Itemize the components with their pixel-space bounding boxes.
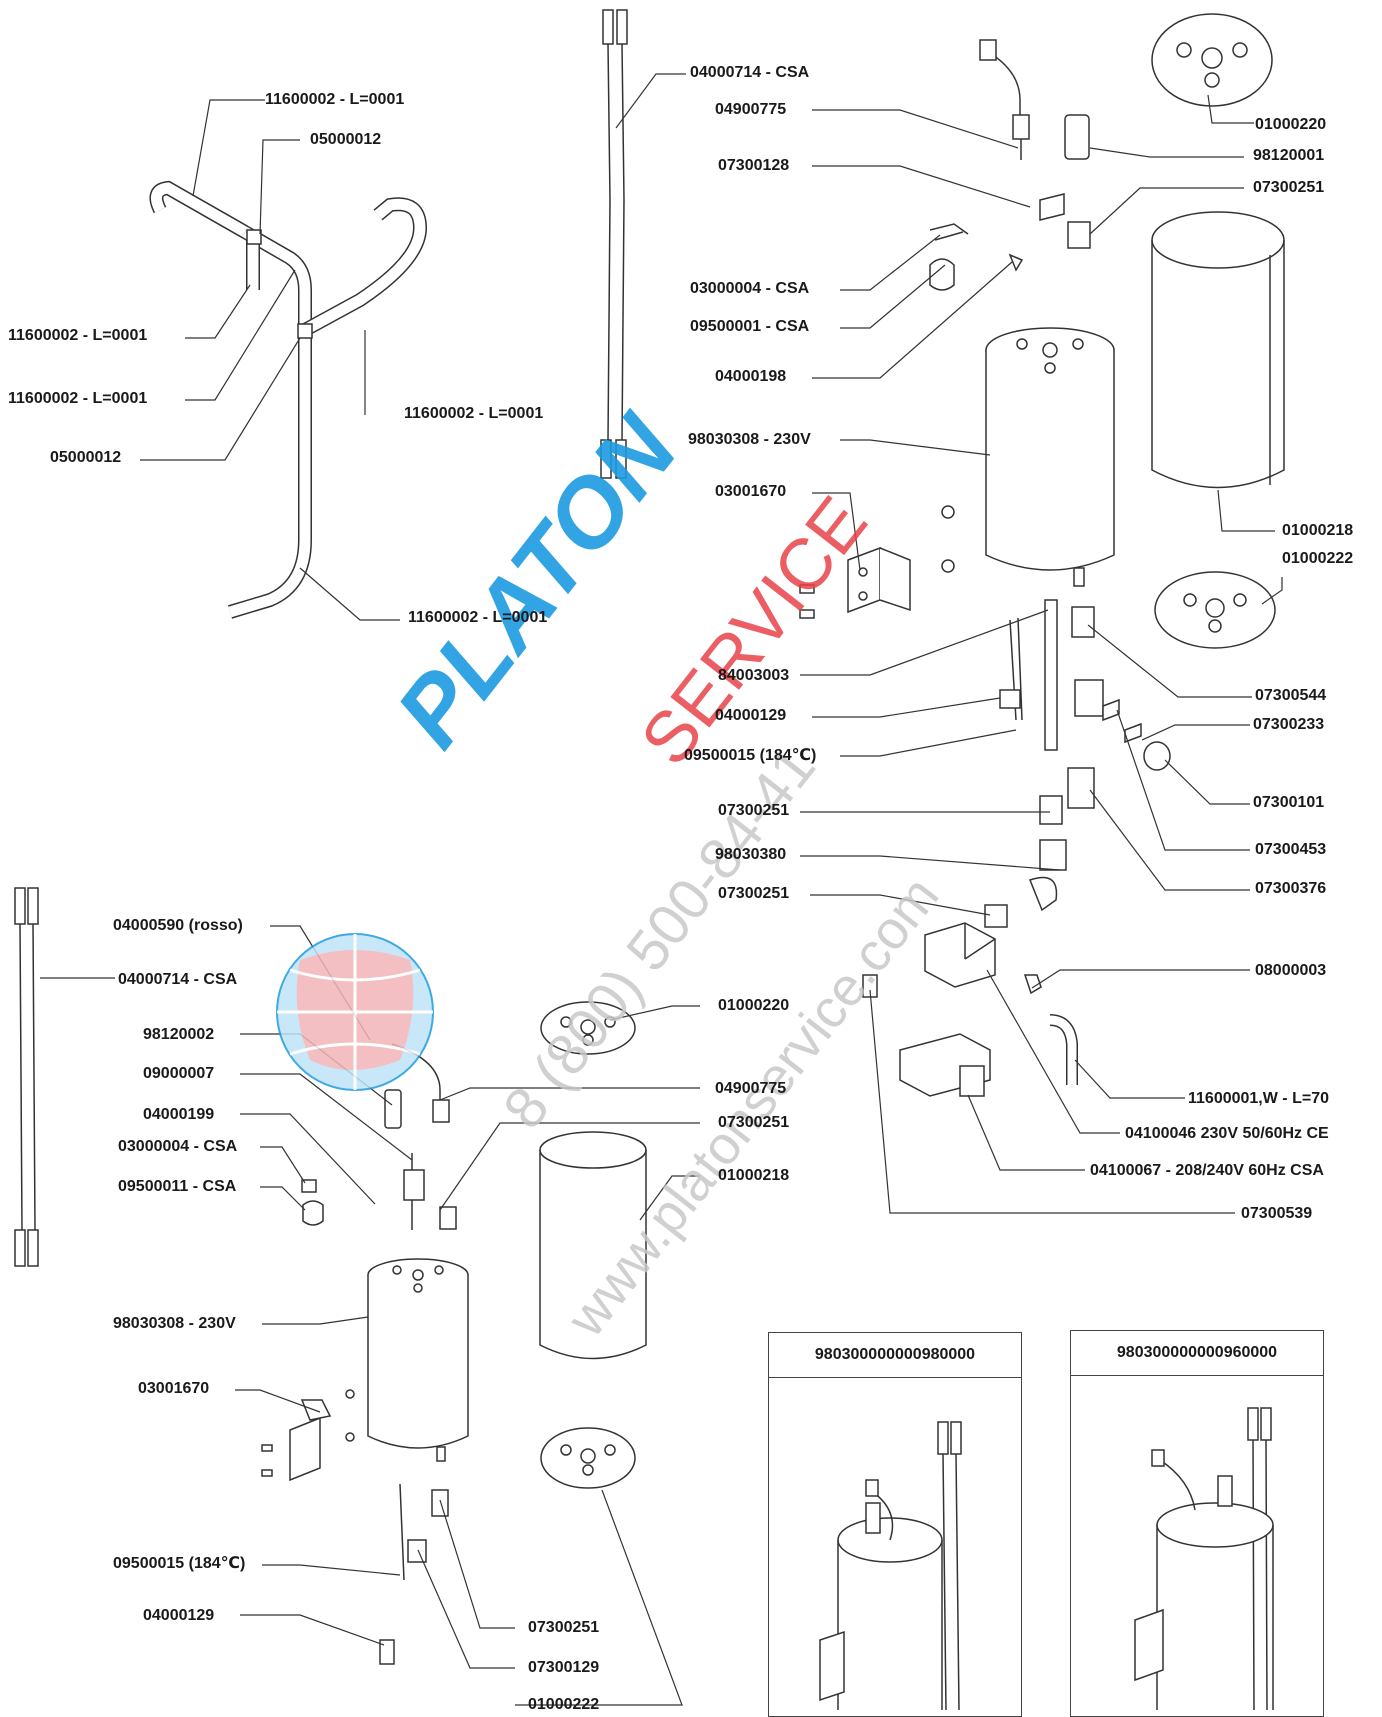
boiler-bottom-left (261, 1043, 469, 1665)
sleeve-bottom-left (539, 1001, 647, 1489)
part-label: 04000590 (rosso) (113, 917, 243, 934)
variant-box-980000-title: 980300000000980000 (769, 1333, 1021, 1378)
part-label: 98030308 - 230V (688, 431, 811, 448)
part-label: 07300251 (718, 802, 790, 819)
part-label: 08000003 (1255, 962, 1327, 979)
part-label: 09500001 - CSA (690, 318, 810, 335)
part-label: 07300128 (718, 157, 790, 174)
part-label: 04000129 (715, 707, 787, 724)
solenoid-valves (862, 922, 1078, 1097)
part-label: 09000007 (143, 1065, 215, 1082)
part-label: 04000714 - CSA (118, 971, 238, 988)
part-label: 04000198 (715, 368, 787, 385)
part-label: 04900775 (715, 101, 787, 118)
part-label: 04100046 230V 50/60Hz CE (1125, 1125, 1329, 1142)
part-label: 98030380 (715, 846, 787, 863)
part-label: 98030308 - 230V (113, 1315, 236, 1332)
part-label: 05000012 (50, 449, 122, 466)
sleeve-top-right (1151, 13, 1285, 649)
part-label: 01000220 (718, 997, 790, 1014)
part-label: 01000218 (1282, 522, 1354, 539)
part-label: 11600001,W - L=70 (1188, 1090, 1329, 1107)
part-label: 07300233 (1253, 716, 1325, 733)
leader-lines (40, 73, 1283, 1706)
part-label: 11600002 - L=0001 (408, 609, 548, 626)
part-label: 11600002 - L=0001 (8, 327, 148, 344)
part-label: 03000004 - CSA (690, 280, 810, 297)
fittings-top (929, 39, 1091, 291)
part-label: 04100067 - 208/240V 60Hz CSA (1090, 1162, 1324, 1179)
part-label: 07300251 (718, 885, 790, 902)
part-label: 07300376 (1255, 880, 1327, 897)
part-label: 07300129 (528, 1659, 600, 1676)
variant-box-980000: 980300000000980000 (768, 1332, 1022, 1717)
wire-top-center (600, 9, 628, 479)
part-label: 05000012 (310, 131, 382, 148)
part-label: 09500011 - CSA (118, 1178, 237, 1195)
part-label: 07300251 (1253, 179, 1325, 196)
part-label: 07300251 (718, 1114, 790, 1131)
pipe-assembly-top-left (149, 180, 428, 619)
part-label: 01000222 (1282, 550, 1354, 567)
part-label: 07300539 (1241, 1205, 1313, 1222)
variant-box-960000-title: 980300000000960000 (1071, 1331, 1323, 1376)
variant-box-960000: 980300000000960000 (1070, 1330, 1324, 1717)
part-label: 09500015 (184℃) (113, 1555, 246, 1572)
fittings-center (984, 599, 1171, 928)
part-label: 98120002 (143, 1026, 215, 1043)
boiler-top-right (799, 327, 1115, 619)
part-label: 11600002 - L=0001 (404, 405, 544, 422)
part-label: 01000220 (1255, 116, 1327, 133)
part-label: 01000218 (718, 1167, 790, 1184)
part-label: 01000222 (528, 1696, 600, 1713)
part-label: 04900775 (715, 1080, 787, 1097)
part-label: 98120001 (1253, 147, 1325, 164)
part-label: 07300453 (1255, 841, 1327, 858)
part-label: 07300251 (528, 1619, 600, 1636)
wire-left (14, 887, 39, 1267)
part-label: 07300101 (1253, 794, 1325, 811)
part-label: 04000714 - CSA (690, 64, 810, 81)
part-label: 04000199 (143, 1106, 215, 1123)
part-label: 11600002 - L=0001 (265, 91, 405, 108)
part-label: 03001670 (138, 1380, 210, 1397)
inset-drawings (819, 1407, 1274, 1711)
part-label: 09500015 (184℃) (684, 747, 817, 764)
part-label: 07300544 (1255, 687, 1327, 704)
part-label: 03000004 - CSA (118, 1138, 238, 1155)
part-label: 84003003 (718, 667, 790, 684)
part-label: 03001670 (715, 483, 787, 500)
part-label: 11600002 - L=0001 (8, 390, 148, 407)
part-label: 04000129 (143, 1607, 215, 1624)
